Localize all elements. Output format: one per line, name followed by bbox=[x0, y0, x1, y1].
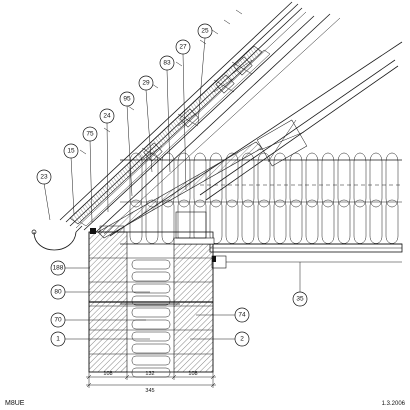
svg-text:70: 70 bbox=[54, 317, 62, 324]
svg-text:188: 188 bbox=[53, 265, 64, 272]
dimension-chain: 108 132 108 345 bbox=[86, 371, 216, 394]
insulation-loop bbox=[305, 199, 319, 244]
callout-24: 24 bbox=[99, 108, 115, 124]
callout-23: 23 bbox=[36, 169, 52, 185]
callout-83: 83 bbox=[159, 55, 175, 71]
leader-lines bbox=[43, 37, 301, 340]
callout-74: 74 bbox=[234, 307, 250, 323]
drawing-code: M8UE bbox=[5, 400, 25, 407]
insulation-loop bbox=[161, 199, 175, 244]
svg-text:15: 15 bbox=[67, 148, 75, 155]
insulation-loop bbox=[129, 152, 143, 208]
insulation-loop bbox=[225, 199, 239, 244]
callout-188: 188 bbox=[50, 260, 66, 276]
svg-text:83: 83 bbox=[163, 60, 171, 67]
svg-text:1: 1 bbox=[56, 336, 60, 343]
cavity-insulation-block bbox=[131, 355, 171, 366]
svg-text:2: 2 bbox=[240, 336, 244, 343]
insulation-loop bbox=[129, 199, 143, 244]
insulation-loop bbox=[369, 199, 383, 244]
callout-group: 25 27 83 29 95 24 75 15 23 188 80 70 1 7… bbox=[36, 23, 308, 347]
cavity-insulation-block bbox=[131, 319, 171, 330]
insulation-loop bbox=[193, 152, 207, 208]
callout-1: 1 bbox=[50, 331, 66, 347]
dimension-total: 345 bbox=[145, 388, 154, 394]
callout-29: 29 bbox=[138, 75, 154, 91]
svg-text:75: 75 bbox=[86, 131, 94, 138]
insulation-loop bbox=[337, 199, 351, 244]
callout-35: 35 bbox=[292, 291, 308, 307]
insulation-loop bbox=[193, 199, 207, 244]
insulation-loop bbox=[177, 152, 191, 208]
cavity-insulation-block bbox=[131, 307, 171, 318]
callout-2: 2 bbox=[234, 331, 250, 347]
insulation-loop bbox=[209, 199, 223, 244]
dimension-segment-2: 132 bbox=[145, 371, 154, 377]
insulation-loop bbox=[145, 199, 159, 244]
insulation-loop bbox=[353, 199, 367, 244]
insulation-loop bbox=[369, 152, 383, 208]
insulation-loop bbox=[321, 152, 335, 208]
gutter bbox=[31, 225, 83, 251]
cavity-insulation-block bbox=[131, 259, 171, 270]
svg-text:23: 23 bbox=[40, 174, 48, 181]
svg-text:35: 35 bbox=[296, 296, 304, 303]
callout-95: 95 bbox=[119, 91, 135, 107]
cavity-insulation-block bbox=[131, 295, 171, 306]
cavity-insulation-block bbox=[131, 271, 171, 282]
insulation-loop bbox=[225, 152, 239, 208]
callout-75: 75 bbox=[82, 126, 98, 142]
roof-layers bbox=[59, 1, 403, 239]
masonry-wall bbox=[88, 211, 215, 378]
insulation-loop bbox=[289, 199, 303, 244]
insulation-loop bbox=[273, 199, 287, 244]
insulation-loop bbox=[337, 152, 351, 208]
insulation-loop bbox=[161, 152, 175, 208]
insulation-loop bbox=[305, 152, 319, 208]
insulation-loop bbox=[241, 199, 255, 244]
insulation-loop bbox=[145, 152, 159, 208]
svg-text:27: 27 bbox=[179, 44, 187, 51]
insulation-loop bbox=[209, 152, 223, 208]
insulation-loop bbox=[385, 199, 399, 244]
insulation-loop bbox=[273, 152, 287, 208]
callout-70: 70 bbox=[50, 312, 66, 328]
svg-text:25: 25 bbox=[201, 28, 209, 35]
svg-text:29: 29 bbox=[142, 80, 150, 87]
insulation-loop bbox=[385, 152, 399, 208]
cavity-insulation-block bbox=[131, 331, 171, 342]
cavity-insulation-block bbox=[131, 343, 171, 354]
callout-27: 27 bbox=[175, 39, 191, 55]
insulation-loop bbox=[289, 152, 303, 208]
callout-25: 25 bbox=[197, 23, 213, 39]
dimension-segment-3: 108 bbox=[188, 371, 197, 377]
ceiling-insulation bbox=[120, 152, 402, 245]
svg-text:74: 74 bbox=[238, 312, 246, 319]
insulation-loop bbox=[257, 152, 271, 208]
insulation-loop bbox=[177, 199, 191, 244]
insulation-loop bbox=[353, 152, 367, 208]
cavity-insulation-block bbox=[131, 283, 171, 294]
insulation-loop bbox=[241, 152, 255, 208]
svg-text:24: 24 bbox=[103, 113, 111, 120]
ceiling-board bbox=[209, 243, 403, 269]
drawing-date: 1.3.2006 bbox=[382, 401, 406, 407]
svg-text:80: 80 bbox=[54, 289, 62, 296]
svg-text:95: 95 bbox=[123, 96, 131, 103]
insulation-loop bbox=[321, 199, 335, 244]
dimension-segment-1: 108 bbox=[103, 371, 112, 377]
insulation-loop bbox=[257, 199, 271, 244]
callout-15: 15 bbox=[63, 143, 79, 159]
callout-80: 80 bbox=[50, 284, 66, 300]
